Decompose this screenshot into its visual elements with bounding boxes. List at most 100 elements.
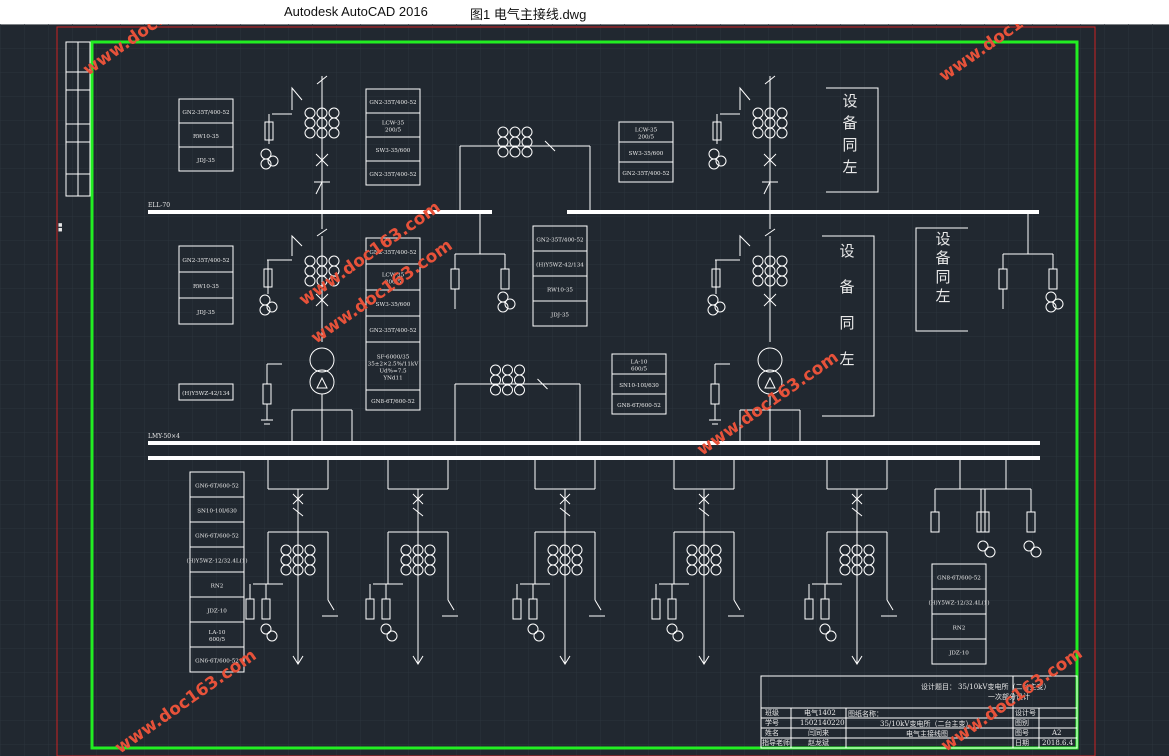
model-grid (0, 24, 1169, 756)
spec-text: 200/5 (638, 135, 655, 141)
spec-text: Ud%=7.5 (379, 369, 407, 375)
spec-text: JDJ-35 (550, 313, 569, 319)
transformer-unit-left (259, 214, 353, 441)
svg-text:备: 备 (842, 114, 857, 132)
svg-text:设: 设 (935, 230, 950, 248)
svg-text:日期: 日期 (1015, 739, 1029, 747)
drawing-canvas[interactable]: ▪▪ GN2-35T/400-52RW10-35JDJ-35GN2-35T/40… (0, 24, 1169, 756)
spec-text: LCW-35 (635, 128, 658, 134)
spec-text: GN2-35T/400-52 (369, 172, 417, 178)
svg-text:闫同来: 闫同来 (808, 729, 829, 737)
svg-text:左: 左 (935, 287, 950, 305)
feeder-10kv-2 (365, 460, 458, 665)
left-arrester-spec: (H)Y5WZ-42/134 (178, 383, 234, 401)
title-block-text: 设计题目： 35/10kV变电所（二台主变） 一次部分设计 图纸名称： 35/1… (762, 682, 1074, 747)
incoming-unit-left (260, 75, 340, 210)
spec-text: 200/5 (385, 128, 402, 134)
svg-text:同: 同 (839, 314, 854, 332)
spec-text: GN2-35T/400-52 (369, 328, 417, 334)
spec-text: SW3-35/600 (376, 302, 411, 308)
svg-text:姓名: 姓名 (765, 728, 779, 737)
same-as-left-box-2: 设 备 同 左 (822, 235, 875, 417)
right-feeder-spec-table: GN8-6T/600-52(H)Y5WZ-12/32.4L(1)RN2JDZ-1… (928, 563, 990, 665)
feeder-spec-table: GN6-6T/600-52SN10-10I/630GN6-6T/600-52(H… (186, 471, 248, 673)
margin-note: ▪▪ (56, 222, 64, 232)
spec-text: GN8-6T/600-52 (371, 399, 415, 405)
spec-text: GN6-6T/600-52 (195, 534, 239, 540)
spec-text: SF-6000/35 (377, 355, 410, 361)
svg-text:图别: 图别 (1015, 718, 1029, 727)
svg-text:同: 同 (842, 136, 857, 154)
spec-text: JDJ-35 (196, 158, 215, 164)
bus-35kv-label: ELL-70 (148, 202, 170, 209)
spec-text: RW10-35 (193, 284, 219, 290)
same-as-left-box-3: 设 备 同 左 (915, 227, 968, 332)
spec-text: RW10-35 (547, 288, 573, 294)
spec-text: GN2-35T/400-52 (182, 110, 230, 116)
spec-text: (H)Y5WZ-42/134 (182, 390, 230, 397)
svg-text:电气主接线图: 电气主接线图 (906, 729, 948, 738)
svg-text:一次部分设计: 一次部分设计 (988, 692, 1030, 701)
svg-text:班级: 班级 (765, 708, 779, 717)
window-title-bar: Autodesk AutoCAD 2016 图1 电气主接线.dwg (0, 0, 1169, 25)
spec-text: JDZ-10 (948, 651, 969, 657)
spec-text: (H)Y5WZ-42/134 (536, 262, 584, 269)
svg-text:图纸名称：: 图纸名称： (848, 709, 883, 718)
spec-text: SW3-35/600 (376, 148, 411, 154)
bus-tie-35kv (459, 126, 591, 210)
same-as-left-box-1: 设 备 同 左 (826, 87, 879, 193)
app-name: Autodesk AutoCAD 2016 (284, 4, 428, 19)
bus-tie-10kv (454, 364, 581, 441)
spec-text: GN2-35T/400-52 (182, 258, 230, 264)
left-unit-top-right-spec-table: GN2-35T/400-52LCW-35200/5SW3-35/600GN2-3… (365, 88, 421, 186)
spec-text: LA-10 (631, 360, 648, 366)
spec-text: 600/5 (631, 367, 648, 373)
spec-text: 35±2×2.5%/11kV (368, 362, 420, 368)
transformer-low-disconnector-spec: GN8-6T/600-52 (365, 389, 421, 411)
spec-text: GN2-35T/400-52 (536, 238, 584, 244)
svg-text:35/10kV变电所（二台主变）: 35/10kV变电所（二台主变） (958, 682, 1050, 691)
svg-text:35/10kV变电所（二台主变）: 35/10kV变电所（二台主变） (880, 719, 972, 728)
svg-text:左: 左 (839, 350, 854, 368)
spec-text: (H)Y5WZ-12/32.4L(1) (186, 558, 247, 565)
spec-text: SN10-10I/630 (197, 509, 237, 515)
svg-text:赵龙斌: 赵龙斌 (808, 738, 829, 747)
spec-text: RN2 (211, 584, 224, 590)
svg-text:备: 备 (839, 278, 854, 296)
spec-text: LCW-35 (382, 273, 405, 279)
pt-unit-10kv-right (930, 460, 1042, 558)
svg-text:电气1402: 电气1402 (804, 708, 836, 717)
spec-text: RW10-35 (193, 134, 219, 140)
spec-text: JDJ-35 (196, 310, 215, 316)
svg-text:左: 左 (842, 158, 857, 176)
file-title: 图1 电气主接线.dwg (470, 7, 587, 22)
spec-text: LCW-35 (382, 121, 405, 127)
tie-unit-center-spec-table: GN2-35T/400-52 (H)Y5WZ-42/134RW10-35JDJ-3… (532, 225, 588, 327)
bus-10kv-label: LMY-50×4 (148, 433, 180, 440)
transformer-unit-right (707, 214, 801, 441)
pt-unit-35kv-right (998, 214, 1064, 313)
incoming-unit-right (708, 75, 788, 210)
svg-text:图号: 图号 (1015, 729, 1029, 737)
svg-text:备: 备 (935, 249, 950, 267)
feeder-10kv-4 (651, 460, 744, 665)
margin-stamp-box (65, 41, 91, 197)
paper-border-frame (56, 26, 1096, 756)
left-unit-mid-right-spec-table: GN2-35T/400-52LCW-35200/5SW3-35/600GN2-3… (365, 237, 421, 343)
bus-35kv-left (148, 210, 492, 214)
spec-text: SW3-35/600 (629, 151, 664, 157)
svg-text:A2: A2 (1051, 729, 1062, 737)
bus-10kv-upper (148, 441, 1040, 445)
feeder-10kv-1 (245, 460, 338, 665)
feeder-10kv-3 (512, 460, 605, 665)
spec-text: YNd11 (382, 376, 402, 382)
spec-text: GN6-6T/600-52 (195, 659, 239, 665)
spec-text: GN6-6T/600-52 (195, 484, 239, 490)
svg-text:1502140220: 1502140220 (800, 719, 845, 727)
svg-text:设: 设 (839, 242, 854, 260)
